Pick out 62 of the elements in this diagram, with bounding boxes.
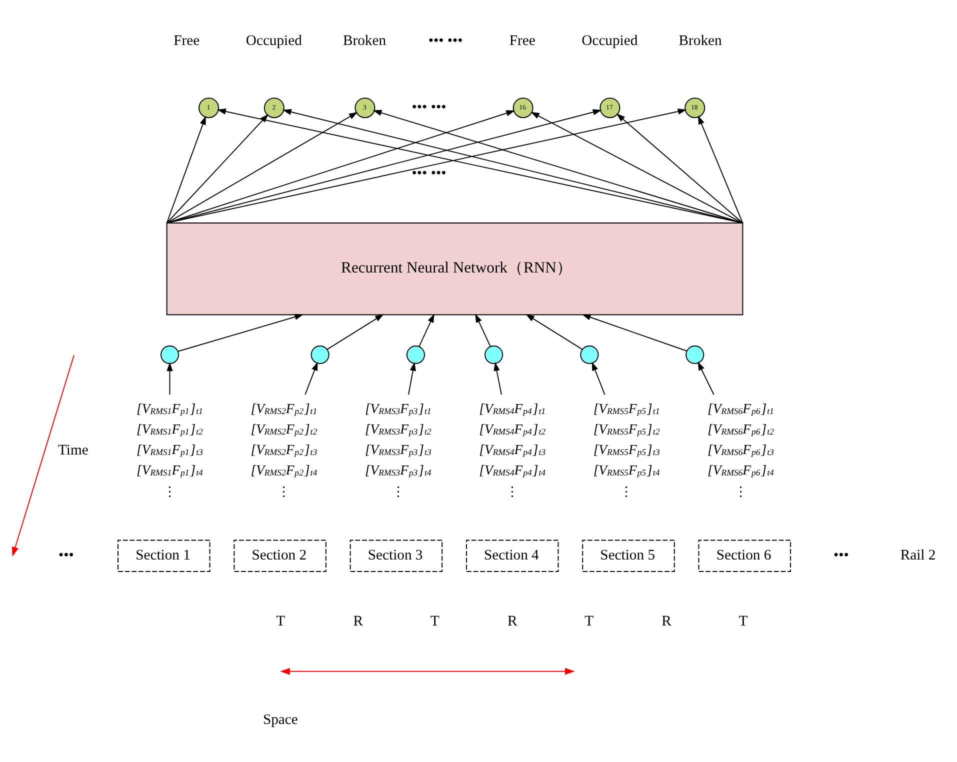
label: ••• ••• [412,166,446,182]
arrow [166,114,268,224]
label: Rail 2 [900,547,936,564]
node-box: Section 4 [466,540,559,572]
arrow [177,314,304,352]
arrow [698,362,714,396]
node-label: Broken [678,32,722,49]
node-box: Section 6 [698,540,791,572]
arrow [526,314,583,350]
arrow [166,109,602,224]
node-circle [686,346,704,364]
arrow [326,314,384,350]
label: Time [58,442,88,458]
node-circle [484,346,504,364]
arrow [166,362,173,396]
arrow [582,314,688,352]
label: ••• ••• [412,99,446,116]
node-box: Recurrent Neural Network（RNN） [166,222,744,316]
node-text: [VRMS2Fp2]t1 [VRMS2Fp2]t2 [VRMS2Fp2]t3 [VRMS2Fp2]t4 ⋮ [250,401,318,500]
node-box: Section 5 [582,540,675,572]
node-text: [VRMS5Fp5]t1 [VRMS5Fp5]t2 [VRMS5Fp5]t3 [VRMS5Fp5]t4 ⋮ [593,401,660,500]
arrow [494,362,502,396]
arrow [372,110,744,224]
label: R [662,614,672,630]
label: T [430,614,440,630]
arrow [408,362,416,396]
label: R [507,614,518,630]
node-label: Free [509,32,536,49]
label: T [276,614,286,630]
node-text: [VRMS4Fp4]t1 [VRMS4Fp4]t2 [VRMS4Fp4]t3 [VRMS4Fp4]t4 ⋮ [479,401,546,500]
arrow [592,362,606,396]
node-text: [VRMS3Fp3]t1 [VRMS3Fp3]t2 [VRMS3Fp3]t3 [VRMS3Fp3]t4 ⋮ [364,401,432,500]
label: ••• ••• [428,32,463,49]
arrow [698,116,744,224]
arrow [418,314,434,348]
arrow [530,112,744,224]
arrow [304,362,318,396]
label: ••• [833,547,849,564]
label: T [584,614,594,630]
node-text: [VRMS6Fp6]t1 [VRMS6Fp6]t2 [VRMS6Fp6]t3 [VRMS6Fp6]t4 ⋮ [708,401,774,500]
arrow [166,112,358,224]
arrow [166,108,687,224]
arrow [616,113,744,224]
node-text: [VRMS1Fp1]t1 [VRMS1Fp1]t2 [VRMS1Fp1]t3 [VRMS1Fp1]t4 ⋮ [136,401,203,500]
label: R [353,614,364,630]
node-circle [406,346,425,364]
arrow [475,314,491,348]
node-label: Free [174,32,200,49]
node-label: Broken [343,32,386,49]
node-label: Occupied [246,32,302,49]
node-label: Occupied [582,32,638,49]
arrow [166,116,206,224]
label: ••• [58,547,74,564]
arrow [166,110,515,224]
node-circle [580,346,599,364]
node-box: Section 1 [118,540,210,572]
node-circle [310,346,330,364]
node-box: Section 3 [350,540,443,572]
node-circle [160,346,180,364]
node-box: Section 2 [234,540,326,572]
label: Space [262,712,298,728]
label: T [738,614,748,630]
